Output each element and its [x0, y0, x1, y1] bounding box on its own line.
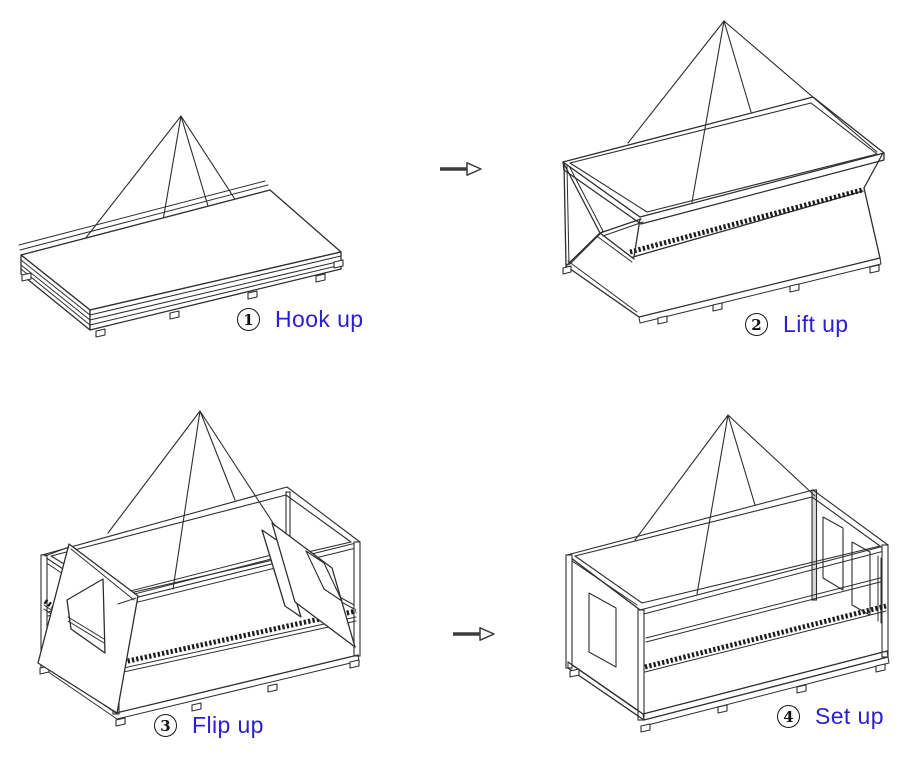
step-3-caption: Flip up [192, 712, 264, 738]
step-1-number-badge: 1 [237, 308, 260, 331]
left-wall-window [588, 592, 617, 668]
step-3-illustration-flip-up [37, 410, 361, 727]
right-flipping-end-wall [261, 522, 356, 648]
right-wall-window-2 [851, 541, 871, 616]
left-folded-end-walls [563, 161, 644, 318]
step-2-label: 2 Lift up [745, 311, 848, 338]
base-feet [562, 264, 880, 325]
step-4-label: 4 Set up [777, 703, 884, 730]
left-wall-window [66, 578, 106, 654]
step-3-label: 3 Flip up [154, 712, 264, 739]
step-4-caption: Set up [815, 703, 884, 729]
arrow-right-icon [440, 162, 482, 176]
lifting-cables [634, 414, 816, 595]
base-plinth [629, 152, 884, 324]
step-1-caption: Hook up [275, 306, 364, 332]
base-plinth [567, 603, 890, 727]
step-1-illustration-hook-up [18, 115, 344, 338]
pack-layer-lines [20, 255, 342, 326]
right-wall-window [305, 550, 343, 602]
pack-back-rim [18, 180, 269, 251]
fold-hinge-hatched-band [629, 187, 863, 255]
flat-pack-panels [18, 180, 342, 331]
base-feet [39, 659, 360, 727]
lifting-cables [107, 410, 276, 590]
back-corner-post [811, 489, 818, 601]
step-2-illustration-lift-up [562, 20, 885, 325]
step-2-caption: Lift up [783, 311, 849, 337]
step-2-number-badge: 2 [745, 313, 768, 336]
front-hatched-rail [118, 608, 357, 666]
step-4-number-badge: 4 [777, 705, 800, 728]
right-end-wall-interior [645, 489, 885, 643]
front-hatched-rail [644, 603, 887, 670]
pack-feet [21, 259, 344, 338]
roof-panel [562, 96, 885, 225]
left-flipping-end-wall [37, 543, 139, 714]
step-1-label: 1 Hook up [237, 306, 363, 333]
lifting-cables [84, 115, 278, 297]
step-3-number-badge: 3 [154, 714, 177, 737]
base-feet [569, 663, 886, 733]
left-end-wall [566, 554, 644, 715]
step-4-illustration-set-up [565, 414, 890, 733]
arrow-right-icon [453, 627, 495, 641]
lifting-cables [627, 20, 878, 203]
right-wall-window-1 [822, 516, 844, 591]
